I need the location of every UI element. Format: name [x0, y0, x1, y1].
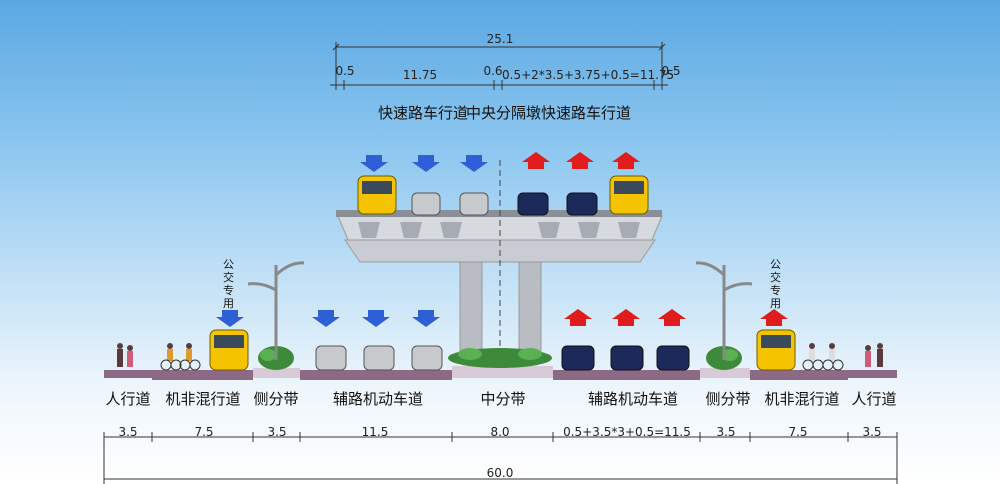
dim-side-divider-left: 3.5 — [267, 425, 287, 439]
dim-total-width: 60.0 — [486, 466, 514, 480]
top-median-dim: 0.6 — [483, 64, 503, 78]
label-side-divider-left: 侧分带 — [253, 390, 299, 408]
expressway-left-label: 快速路车行道 — [378, 104, 469, 122]
label-aux-lane-right: 辅路机动车道 — [587, 390, 678, 408]
up-arrow-icon — [522, 152, 788, 326]
label-central-divider: 中分带 — [480, 390, 526, 408]
top-lanes-left-dim: 11.75 — [402, 68, 438, 82]
label-aux-lane-left: 辅路机动车道 — [332, 390, 423, 408]
dim-mixed-lane-right: 7.5 — [788, 425, 808, 439]
dim-aux-lane-right: 0.5+3.5*3+0.5=11.5 — [563, 425, 691, 439]
top-total-dim: 25.1 — [486, 32, 514, 46]
top-lanes-right-dim: 0.5+2*3.5+3.75+0.5=11.75 — [502, 68, 675, 82]
dim-mixed-lane-left: 7.5 — [194, 425, 214, 439]
down-arrow-icon — [216, 155, 488, 327]
dim-sidewalk-right: 3.5 — [862, 425, 882, 439]
label-sidewalk-right: 人行道 — [851, 390, 897, 408]
bus-only-label-right: 公交专用 — [770, 258, 781, 310]
dim-side-divider-right: 3.5 — [716, 425, 736, 439]
label-sidewalk-left: 人行道 — [105, 390, 151, 408]
label-mixed-lane-left: 机非混行道 — [165, 390, 241, 408]
bus-only-label-left: 公交专用 — [223, 258, 234, 310]
expressway-right-label: 快速路车行道 — [541, 104, 632, 122]
bus-icon — [209, 175, 796, 371]
top-edge-right-dim: 0.5 — [661, 64, 681, 78]
label-mixed-lane-right: 机非混行道 — [764, 390, 840, 408]
dim-central-divider: 8.0 — [490, 425, 510, 439]
label-side-divider-right: 侧分带 — [705, 390, 751, 408]
top-edge-left-dim: 0.5 — [335, 64, 355, 78]
dim-aux-lane-left: 11.5 — [361, 425, 389, 439]
central-median-label: 中央分隔墩 — [466, 104, 542, 122]
dim-sidewalk-left: 3.5 — [118, 425, 138, 439]
